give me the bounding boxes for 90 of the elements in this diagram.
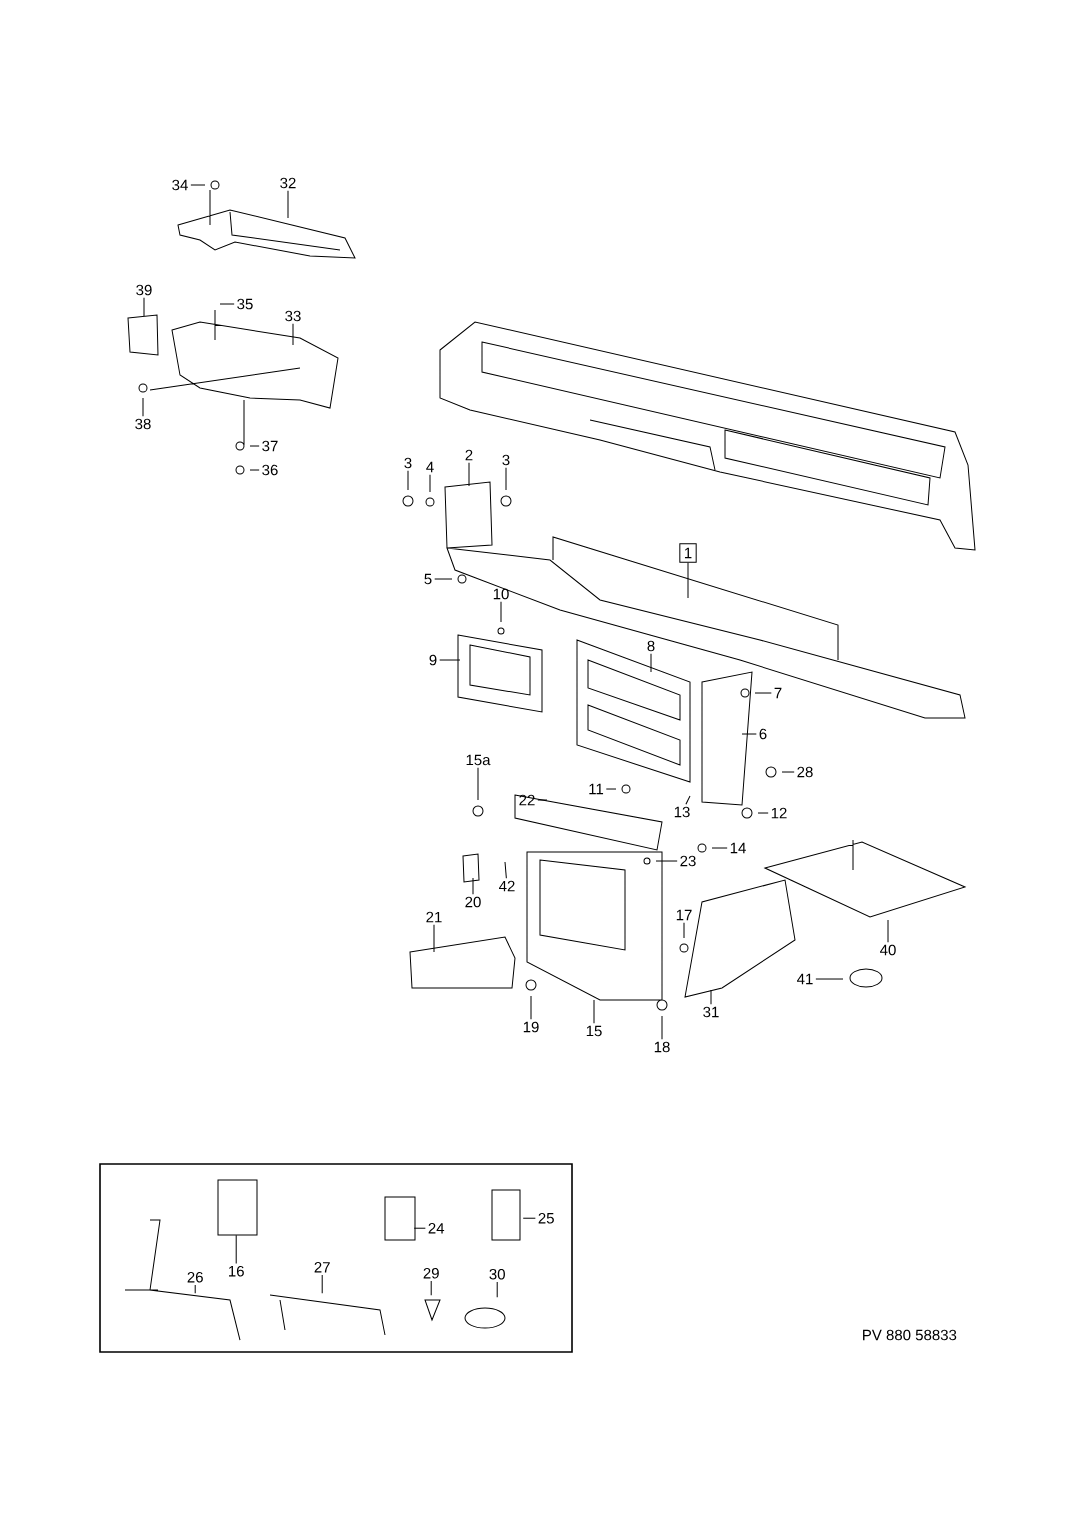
callout-number: 8 [647, 640, 655, 652]
callout-number: 35 [237, 298, 253, 310]
leader-line [194, 1284, 196, 1294]
callout-number: 37 [262, 440, 278, 452]
leader-line [468, 462, 470, 487]
callout-number: 16 [229, 1265, 244, 1277]
callout-number: 33 [285, 310, 301, 322]
leader-line [249, 469, 260, 471]
callout-number: 27 [314, 1261, 330, 1273]
callout-number: 18 [654, 1041, 670, 1053]
leader-line [292, 323, 294, 346]
callout-number: 13 [674, 806, 690, 818]
leader-line [711, 847, 728, 849]
leader-line [685, 795, 691, 805]
leader-line [815, 978, 844, 980]
callout-number: 6 [759, 728, 767, 740]
callout-number: 28 [797, 766, 813, 778]
inset-frame [99, 1163, 573, 1353]
callout-number: 38 [135, 418, 151, 430]
callout-number: 30 [489, 1268, 505, 1280]
leader-line [741, 733, 757, 735]
leader-line [505, 467, 507, 491]
callout-number: 3 [502, 454, 510, 466]
leader-line [887, 919, 889, 943]
callout-number: 19 [523, 1021, 539, 1033]
leader-line [683, 922, 685, 939]
leader-line [249, 445, 260, 447]
leader-line [605, 788, 617, 790]
callout-number: 24 [428, 1222, 445, 1234]
callout-number: 14 [730, 842, 746, 854]
leader-line [235, 1234, 237, 1264]
leader-line [593, 999, 595, 1024]
leader-line [687, 562, 689, 599]
leader-line [190, 184, 206, 186]
leader-line [143, 297, 145, 317]
part-number: PV 880 58833 [863, 1329, 957, 1341]
leader-line [754, 692, 772, 694]
leader-line [219, 303, 235, 305]
callout-number: 15 [586, 1025, 602, 1037]
leader-line [439, 659, 461, 661]
callout-number: 40 [880, 944, 896, 956]
callout-number: 3 [404, 457, 412, 469]
leader-line [287, 190, 289, 219]
leader-line [530, 995, 532, 1020]
callout-number: 11 [589, 783, 604, 795]
callout-number: 26 [187, 1271, 203, 1283]
callout-number: 21 [426, 911, 442, 923]
leader-line [496, 1281, 498, 1298]
callout-number: 9 [429, 654, 437, 666]
leader-line [661, 1015, 663, 1040]
leader-line [434, 578, 453, 580]
callout-number: 12 [771, 807, 787, 819]
leader-line [433, 924, 435, 953]
leader-line [655, 860, 678, 862]
callout-number: 1 [679, 543, 697, 563]
leader-line [522, 1217, 536, 1219]
callout-number: 2 [465, 449, 473, 461]
leader-line [710, 989, 712, 1005]
leader-line [781, 771, 795, 773]
leader-line [477, 767, 479, 801]
callout-number: 17 [676, 909, 692, 921]
leader-line [142, 397, 144, 417]
callout-number: 4 [426, 461, 434, 473]
leader-line [757, 812, 769, 814]
leader-line [472, 877, 474, 895]
callout-number: 10 [493, 588, 509, 600]
leader-line [430, 1280, 432, 1296]
callout-number: 36 [262, 464, 278, 476]
callout-number: 29 [423, 1267, 439, 1279]
leader-line [321, 1274, 323, 1294]
callout-number: 25 [538, 1212, 554, 1224]
callout-number: 15a [466, 754, 491, 766]
leader-line [537, 799, 548, 801]
callout-number: 34 [172, 179, 188, 191]
leader-line [504, 861, 507, 879]
callout-number: 41 [797, 973, 813, 985]
callout-number: 31 [703, 1006, 719, 1018]
callout-number: 7 [774, 687, 782, 699]
callout-number: 5 [424, 573, 432, 585]
callout-number: 20 [465, 896, 481, 908]
leader-line [500, 601, 502, 623]
leader-line [413, 1227, 426, 1229]
leader-line [429, 474, 431, 493]
leader-line [407, 470, 409, 491]
callout-number: 22 [519, 794, 535, 806]
callout-number: 42 [499, 880, 515, 892]
callout-number: 23 [680, 855, 696, 867]
callout-number: 32 [280, 177, 296, 189]
callout-number: 39 [136, 284, 152, 296]
leader-line [650, 653, 652, 673]
